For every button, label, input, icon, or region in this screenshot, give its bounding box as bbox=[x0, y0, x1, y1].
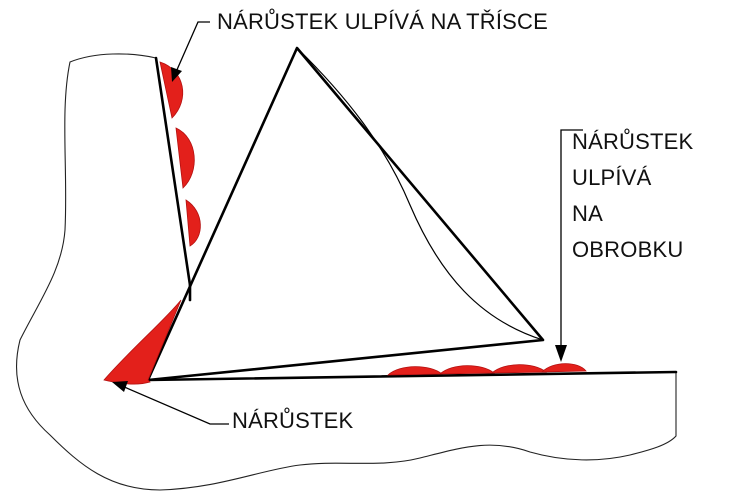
arrowhead-built-up-edge bbox=[112, 381, 128, 392]
leader-chip-adhesion bbox=[175, 21, 210, 73]
material-outline bbox=[16, 53, 677, 491]
label-workpiece-adhesion: NÁRŮSTEK ULPÍVÁ NA OBROBKU bbox=[572, 124, 693, 268]
label-workpiece-line-4: OBROBKU bbox=[572, 237, 684, 262]
arrowhead-chip-adhesion bbox=[171, 67, 182, 82]
workpiece-deposit-1 bbox=[386, 366, 444, 376]
chip-deposit-3 bbox=[185, 199, 201, 247]
built-up-edge bbox=[103, 299, 182, 385]
chip-deposit-2 bbox=[175, 127, 195, 189]
cutting-tool bbox=[146, 46, 545, 382]
label-workpiece-line-1: NÁRŮSTEK bbox=[572, 129, 694, 154]
chip-contact-line bbox=[154, 56, 192, 287]
workpiece-deposit-3 bbox=[490, 364, 548, 374]
leader-workpiece-adhesion bbox=[560, 129, 583, 350]
machined-surface bbox=[146, 370, 678, 382]
workpiece-deposit-2 bbox=[438, 365, 496, 375]
label-workpiece-line-2: ULPÍVÁ bbox=[572, 165, 652, 190]
workpiece-deposit-4 bbox=[541, 363, 587, 373]
arrowhead-workpiece-adhesion bbox=[555, 345, 567, 362]
label-built-up-edge: NÁRŮSTEK bbox=[232, 408, 354, 433]
label-chip-adhesion: NÁRŮSTEK ULPÍVÁ NA TŘÍSCE bbox=[217, 9, 549, 34]
chip-outer-curve bbox=[296, 47, 544, 341]
leader-built-up-edge bbox=[121, 385, 229, 425]
label-workpiece-line-3: NA bbox=[572, 201, 603, 226]
